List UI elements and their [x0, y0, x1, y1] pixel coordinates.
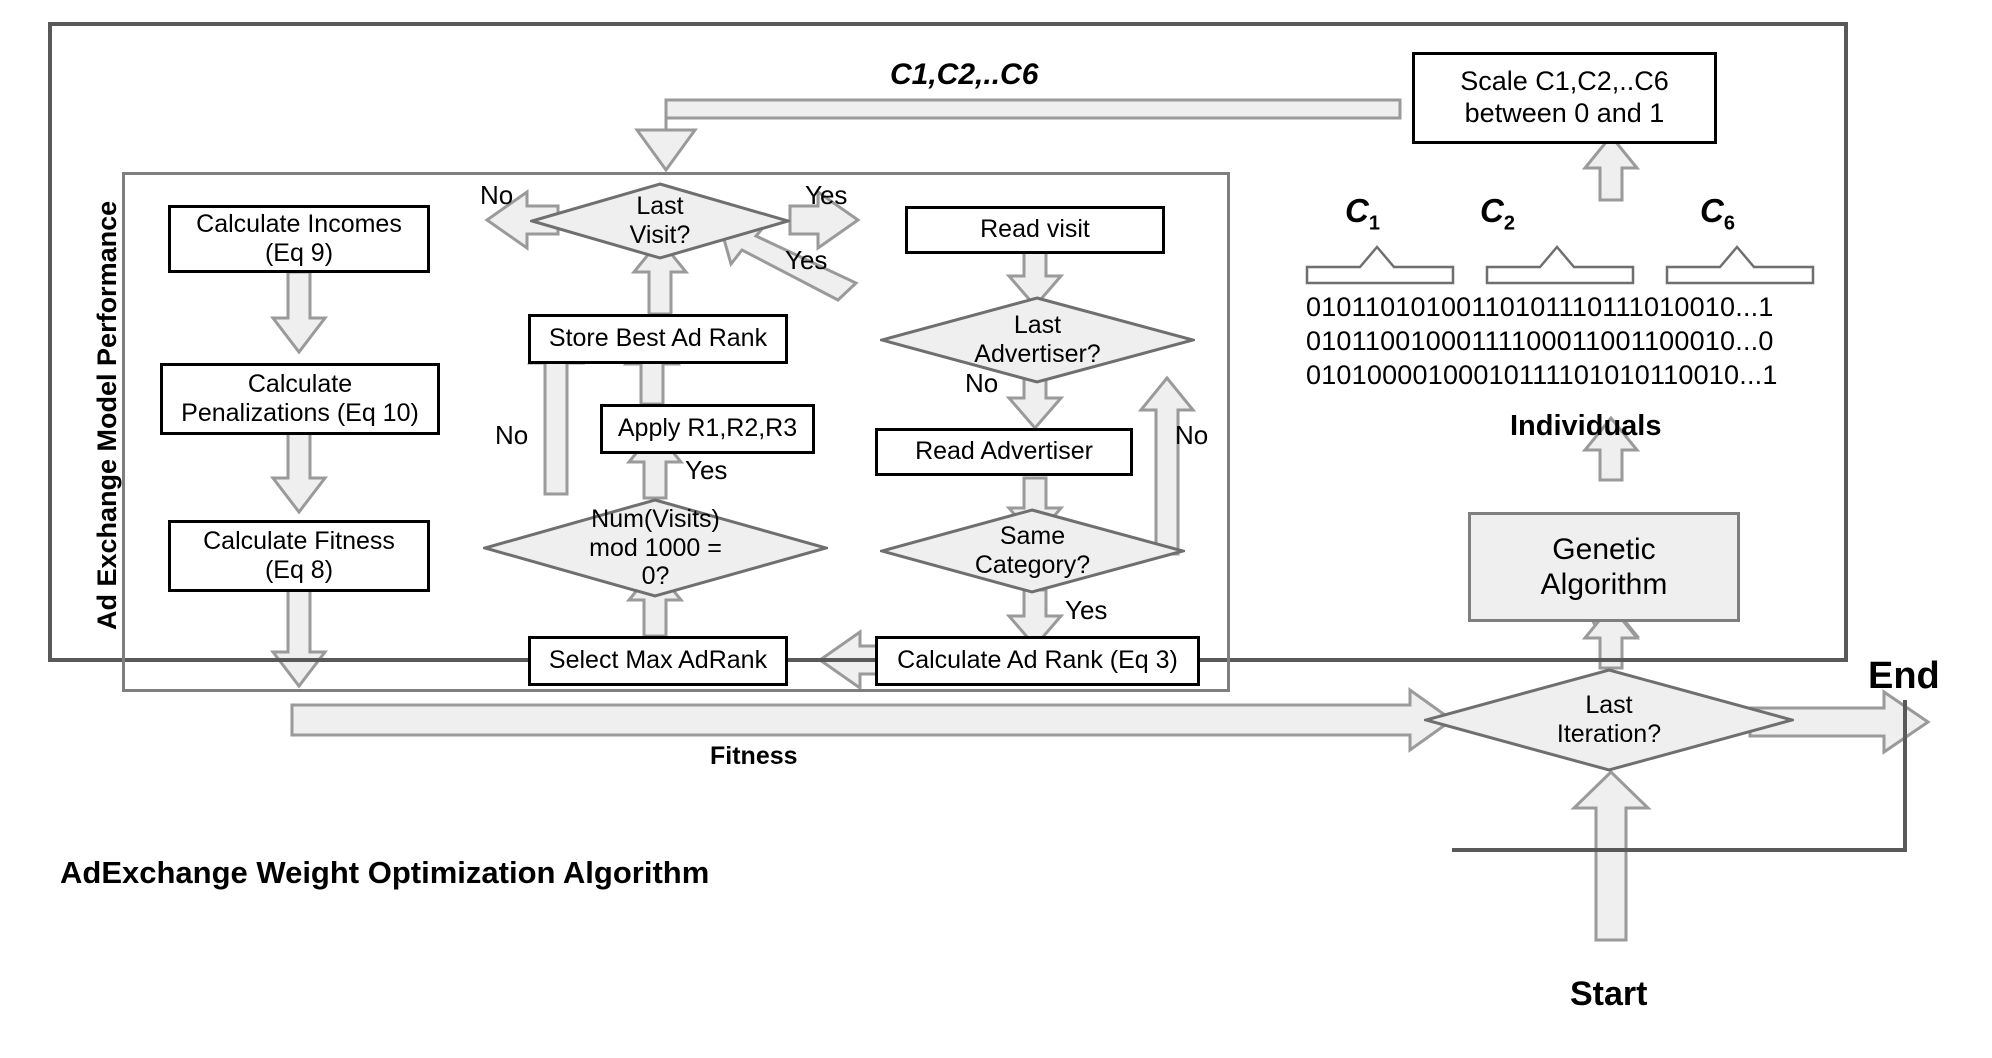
- arrow-theta-feedback: [634, 98, 1402, 173]
- arrow-samecategory-no-up: [1137, 375, 1197, 556]
- box-calculate-penalizations-line1: Calculate: [247, 369, 353, 398]
- diamond-shape: [483, 498, 828, 598]
- individual-binary-row-1: 01011010100110101110111010010...1: [1306, 292, 1774, 322]
- vertical-axis-label: Ad Exchange Model Performance: [92, 200, 122, 630]
- box-apply-rules-label: Apply R1,R2,R3: [617, 414, 798, 443]
- theta-6-symbol: Ϲ6: [1700, 192, 1735, 235]
- box-store-best-ad-rank-label: Store Best Ad Rank: [548, 324, 768, 353]
- theta-feedback-label: Ϲ1,Ϲ2,..Ϲ6: [890, 58, 1039, 91]
- theta-2-symbol: Ϲ2: [1480, 192, 1515, 235]
- box-scale-line2: between 0 and 1: [1464, 98, 1665, 128]
- arrow-yes-from-lastvisit: [788, 189, 861, 251]
- theta-bump-shapes: [1305, 245, 1815, 285]
- box-calculate-incomes-line1: Calculate Incomes: [196, 209, 402, 238]
- box-read-visit[interactable]: Read visit: [905, 206, 1165, 254]
- edge-label-no-num-visits: No: [495, 420, 529, 450]
- line-end-feedback: [1452, 700, 1907, 852]
- individual-binary-row-2: 01011001000111100011001100010...0: [1306, 326, 1774, 356]
- box-select-max-adrank-label: Select Max AdRank: [548, 646, 768, 675]
- diamond-shape: [880, 296, 1195, 384]
- box-genetic-algorithm[interactable]: Genetic Algorithm: [1468, 512, 1740, 622]
- individuals-label: Individuals: [1510, 410, 1662, 442]
- edge-label-yes-last-visit: Yes: [805, 180, 848, 210]
- edge-label-fitness: Fitness: [710, 742, 798, 770]
- edge-label-yes-same-category: Yes: [1065, 595, 1108, 625]
- box-calculate-fitness[interactable]: Calculate Fitness (Eq 8): [168, 520, 430, 592]
- box-genetic-algorithm-line1: Genetic: [1552, 532, 1656, 566]
- diamond-shape: [1424, 668, 1794, 772]
- decision-last-advertiser[interactable]: Last Advertiser?: [880, 296, 1195, 384]
- arrow-no-to-incomes: [484, 189, 560, 251]
- box-store-best-ad-rank[interactable]: Store Best Ad Rank: [528, 314, 788, 364]
- arrow-penalizations-to-fitness: [269, 430, 329, 515]
- individual-binary-row-3: 01010000100010111101010110010...1: [1306, 360, 1778, 390]
- arrow-fitness: [290, 687, 1455, 753]
- box-read-visit-label: Read visit: [980, 215, 1090, 244]
- box-calculate-incomes[interactable]: Calculate Incomes (Eq 9): [168, 205, 430, 273]
- start-label: Start: [1570, 975, 1648, 1013]
- arrow-ga-to-individuals: [1581, 415, 1641, 482]
- edge-label-no-last-visit: No: [480, 180, 514, 210]
- box-calculate-fitness-line2: (Eq 8): [264, 556, 334, 584]
- decision-last-iteration[interactable]: Last Iteration?: [1424, 668, 1794, 772]
- box-scale-thetas[interactable]: Scale Ϲ1,Ϲ2,..Ϲ6 between 0 and 1: [1412, 52, 1717, 144]
- box-select-max-adrank[interactable]: Select Max AdRank: [528, 636, 788, 686]
- decision-last-visit[interactable]: Last Visit?: [530, 182, 790, 260]
- box-calculate-penalizations-line2: Penalizations (Eq 10): [181, 399, 419, 427]
- edge-label-yes-return: Yes: [785, 245, 828, 275]
- arrow-start: [1570, 769, 1652, 942]
- edge-label-no-same-category: No: [1175, 420, 1209, 450]
- diamond-shape: [880, 508, 1185, 594]
- edge-label-no-last-advertiser: No: [965, 368, 999, 398]
- arrow-samecategory-yes: [1005, 588, 1065, 649]
- box-calculate-fitness-line1: Calculate Fitness: [203, 526, 395, 555]
- theta-1-symbol: Ϲ1: [1345, 192, 1380, 235]
- end-label: End: [1868, 655, 1940, 697]
- box-calculate-ad-rank[interactable]: Calculate Ad Rank (Eq 3): [875, 636, 1200, 686]
- diamond-shape: [530, 182, 790, 260]
- box-read-advertiser[interactable]: Read Advertiser: [875, 428, 1133, 476]
- decision-same-category[interactable]: Same Category?: [880, 508, 1185, 594]
- edge-label-yes-num-visits: Yes: [685, 455, 728, 485]
- arrow-individuals-to-scale: [1581, 133, 1641, 202]
- box-calculate-penalizations[interactable]: Calculate Penalizations (Eq 10): [160, 363, 440, 435]
- box-genetic-algorithm-line2: Algorithm: [1540, 568, 1668, 601]
- arrow-incomes-to-penalizations: [269, 270, 329, 355]
- box-calculate-ad-rank-label: Calculate Ad Rank (Eq 3): [897, 646, 1178, 675]
- box-read-advertiser-label: Read Advertiser: [915, 437, 1093, 466]
- box-calculate-incomes-line2: (Eq 9): [264, 239, 334, 267]
- arrow-store-to-lastvisit: [630, 237, 690, 316]
- arrow-fitness-down: [269, 588, 329, 689]
- box-scale-line1: Scale Ϲ1,Ϲ2,..Ϲ6: [1460, 66, 1669, 97]
- decision-num-visits[interactable]: Num(Visits) mod 1000 = 0?: [483, 498, 828, 598]
- box-apply-rules[interactable]: Apply R1,R2,R3: [600, 404, 815, 454]
- diagram-bottom-title: AdExchange Weight Optimization Algorithm: [60, 855, 710, 890]
- inner-frame: [122, 172, 1230, 692]
